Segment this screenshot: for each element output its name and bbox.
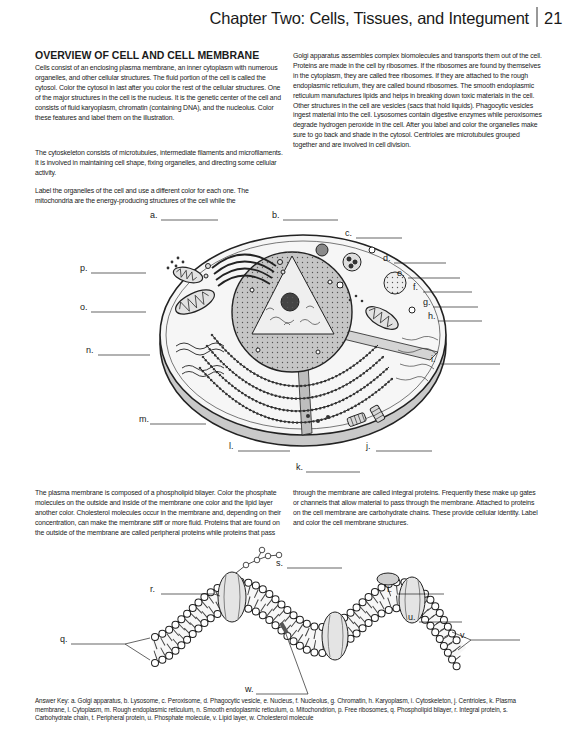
body-paragraph: The plasma membrane is composed of a pho…: [35, 488, 283, 538]
callout-letter: c.: [345, 228, 352, 239]
membrane-illustration: [155, 547, 458, 668]
callout-letter: a.: [150, 210, 158, 221]
body-paragraph: The cytoskeleton consists of microtubule…: [35, 148, 283, 178]
page-number: 21: [544, 8, 562, 28]
callout-letter: m.: [139, 414, 149, 425]
callout-letter: d.: [383, 253, 391, 264]
header-separator: [537, 7, 538, 27]
callout-letter: r.: [150, 584, 155, 595]
body-paragraph: Golgi apparatus assembles complex biomol…: [293, 51, 543, 150]
callout-letter: u.: [408, 612, 416, 623]
callout-letter: s.: [276, 558, 283, 569]
answer-key: Answer Key: a. Golgi apparatus, b. Lysos…: [35, 697, 540, 723]
callout-letter: q.: [60, 634, 68, 645]
callout-letter: o.: [80, 302, 88, 313]
cell-illustration: [160, 235, 446, 446]
answer-blanks: [71, 568, 520, 694]
callout-letter: p.: [80, 263, 88, 274]
callout-letter: w.: [245, 684, 254, 695]
body-paragraph: Cells consist of an enclosing plasma mem…: [35, 63, 283, 122]
callout-letter: n.: [86, 345, 94, 356]
callout-letter: l.: [229, 441, 234, 452]
body-paragraph: Label the organelles of the cell and use…: [35, 186, 283, 206]
callout-letter: i.: [431, 354, 436, 365]
callout-letter: f.: [413, 282, 418, 293]
callout-letter: k.: [296, 462, 303, 473]
callout-letter: v.: [460, 630, 466, 641]
page-header: Chapter Two: Cells, Tissues, and Integum…: [100, 8, 529, 28]
callout-letter: g.: [423, 297, 431, 308]
callout-letter: t.: [387, 584, 392, 595]
callout-letter: j.: [366, 441, 371, 452]
callout-letter: e.: [397, 268, 405, 279]
callout-letter: h.: [428, 311, 436, 322]
callout-letter: b.: [272, 210, 280, 221]
body-paragraph: through the membrane are called integral…: [293, 488, 543, 528]
answer-blanks: [91, 220, 500, 472]
section-heading: OVERVIEW OF CELL AND CELL MEMBRANE: [35, 49, 295, 62]
